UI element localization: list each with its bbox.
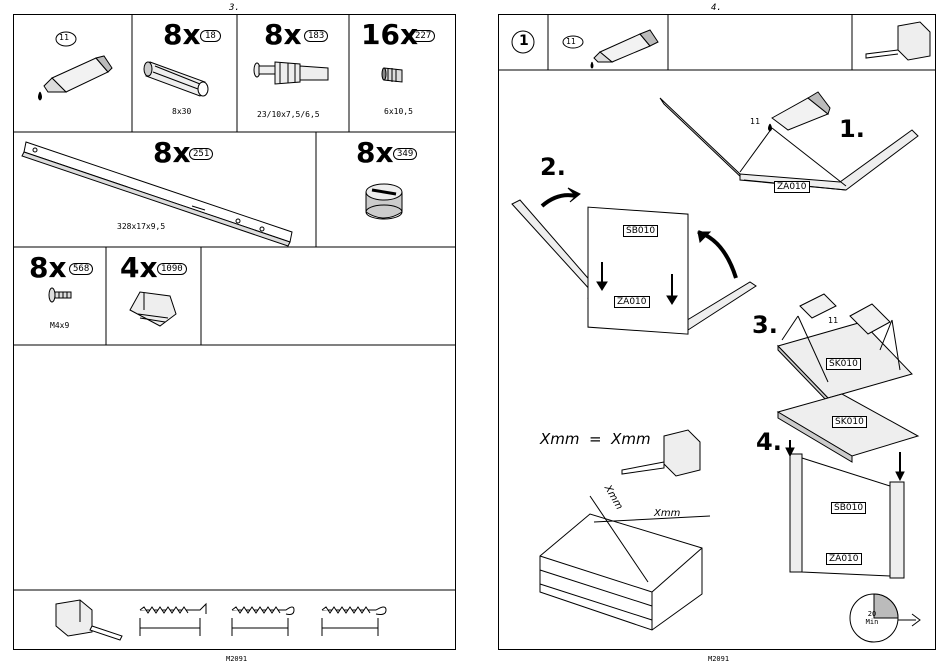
step-3-label: 3. xyxy=(752,311,778,339)
panel-sk010-step4: SK010 xyxy=(832,416,867,428)
step3-glue-label: 11 xyxy=(828,316,838,325)
measure-equation: Xmm = Xmm xyxy=(540,430,651,448)
panel-sk010-step3: SK010 xyxy=(826,358,861,370)
step-4-label: 4. xyxy=(756,428,782,456)
panel-za010-top: ZA010 xyxy=(774,181,810,193)
panel-za010-step2: ZA010 xyxy=(614,296,650,308)
panel-sb010-step4: SB010 xyxy=(831,502,866,514)
step-1-label: 1. xyxy=(839,115,865,143)
panel-sb010-step2: SB010 xyxy=(623,225,658,237)
step-2-label: 2. xyxy=(540,153,566,181)
step1-glue-label: 11 xyxy=(750,117,760,126)
clock-20-min: 20 Min xyxy=(860,610,884,626)
xmm-diagonal-2: Xmm xyxy=(654,508,680,519)
panel-za010-step4: ZA010 xyxy=(826,553,862,565)
